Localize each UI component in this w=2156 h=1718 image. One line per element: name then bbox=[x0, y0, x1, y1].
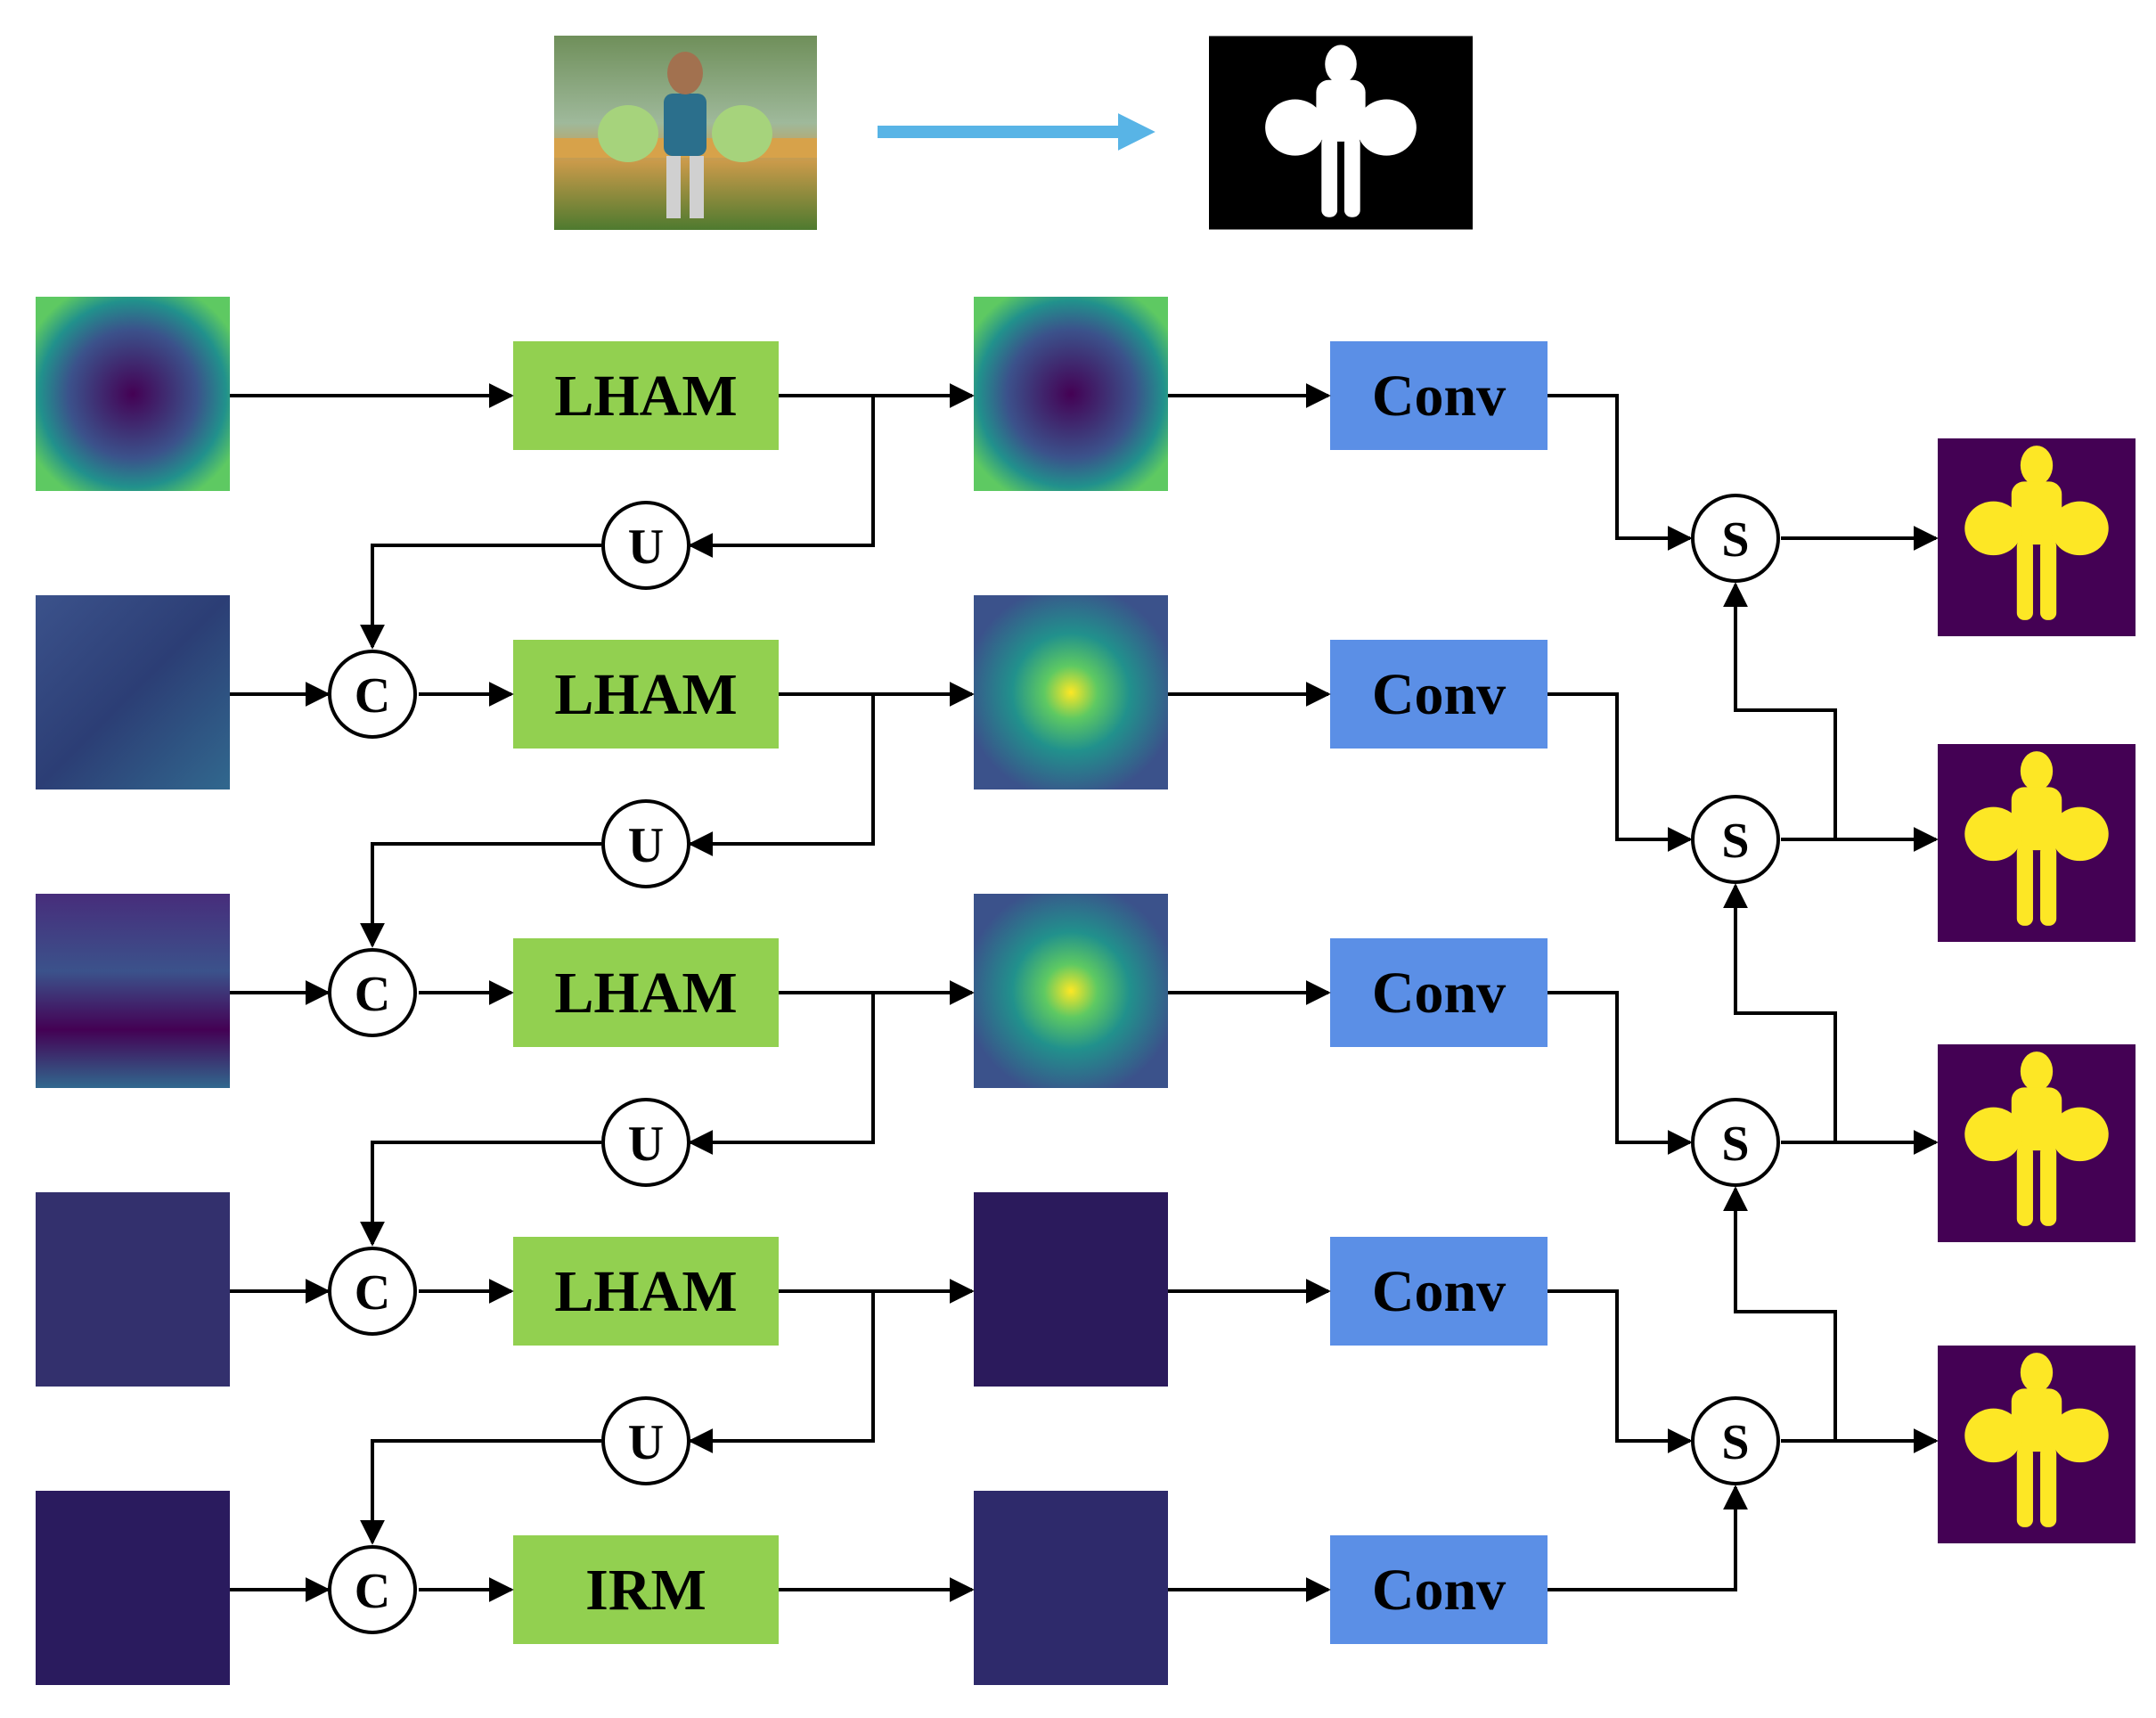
svg-text:S: S bbox=[1721, 814, 1749, 869]
sum-node-3: S bbox=[1691, 1098, 1780, 1187]
sum-node-1: S bbox=[1691, 494, 1780, 583]
concat-node-3: C bbox=[328, 948, 417, 1037]
concat-node-4: C bbox=[328, 1247, 417, 1336]
header-input-photo bbox=[554, 36, 817, 230]
input-feature-map-2 bbox=[36, 595, 230, 789]
prediction-map-1 bbox=[1938, 438, 2136, 636]
conv-label: Conv bbox=[1372, 961, 1506, 1026]
prediction-map-2 bbox=[1938, 744, 2136, 942]
input-feature-map-4 bbox=[36, 1192, 230, 1387]
module-block-row-3: LHAM bbox=[513, 938, 779, 1047]
concat-node-2: C bbox=[328, 650, 417, 739]
module-block-row-5: IRM bbox=[513, 1535, 779, 1644]
prediction-map-4 bbox=[1938, 1346, 2136, 1543]
module-label: LHAM bbox=[554, 1259, 737, 1324]
module-block-row-2: LHAM bbox=[513, 640, 779, 749]
input-feature-map-3 bbox=[36, 894, 230, 1088]
module-block-row-1: LHAM bbox=[513, 341, 779, 450]
conv-block-row-4: Conv bbox=[1330, 1237, 1548, 1346]
conv-block-row-5: Conv bbox=[1330, 1535, 1548, 1644]
upsample-node-2: U bbox=[601, 799, 690, 888]
conv-block-row-1: Conv bbox=[1330, 341, 1548, 450]
svg-text:S: S bbox=[1721, 512, 1749, 568]
conv-block-row-2: Conv bbox=[1330, 640, 1548, 749]
svg-text:U: U bbox=[628, 1117, 664, 1172]
svg-text:S: S bbox=[1721, 1117, 1749, 1172]
svg-text:C: C bbox=[355, 967, 390, 1022]
module-label: LHAM bbox=[554, 662, 737, 727]
module-label: LHAM bbox=[554, 961, 737, 1026]
attention-map-3 bbox=[974, 894, 1168, 1088]
input-feature-map-1 bbox=[36, 297, 230, 491]
sum-node-4: S bbox=[1691, 1396, 1780, 1485]
attention-map-5 bbox=[974, 1491, 1168, 1685]
svg-text:U: U bbox=[628, 818, 664, 873]
conv-label: Conv bbox=[1372, 1558, 1506, 1623]
conv-label: Conv bbox=[1372, 662, 1506, 727]
concat-node-5: C bbox=[328, 1545, 417, 1634]
upsample-node-1: U bbox=[601, 501, 690, 590]
svg-text:C: C bbox=[355, 1265, 390, 1321]
conv-label: Conv bbox=[1372, 1259, 1506, 1324]
module-label: IRM bbox=[585, 1558, 706, 1623]
input-feature-map-5 bbox=[36, 1491, 230, 1685]
svg-text:C: C bbox=[355, 668, 390, 724]
module-block-row-4: LHAM bbox=[513, 1237, 779, 1346]
attention-map-2 bbox=[974, 595, 1168, 789]
svg-text:U: U bbox=[628, 519, 664, 575]
upsample-node-4: U bbox=[601, 1396, 690, 1485]
conv-block-row-3: Conv bbox=[1330, 938, 1548, 1047]
prediction-map-3 bbox=[1938, 1044, 2136, 1242]
module-label: LHAM bbox=[554, 364, 737, 429]
attention-map-1 bbox=[974, 297, 1168, 491]
svg-text:S: S bbox=[1721, 1415, 1749, 1470]
conv-label: Conv bbox=[1372, 364, 1506, 429]
svg-text:C: C bbox=[355, 1564, 390, 1619]
attention-map-4 bbox=[974, 1192, 1168, 1387]
svg-text:U: U bbox=[628, 1415, 664, 1470]
sum-node-2: S bbox=[1691, 795, 1780, 884]
upsample-node-3: U bbox=[601, 1098, 690, 1187]
header-ground-truth-mask bbox=[1209, 36, 1473, 230]
